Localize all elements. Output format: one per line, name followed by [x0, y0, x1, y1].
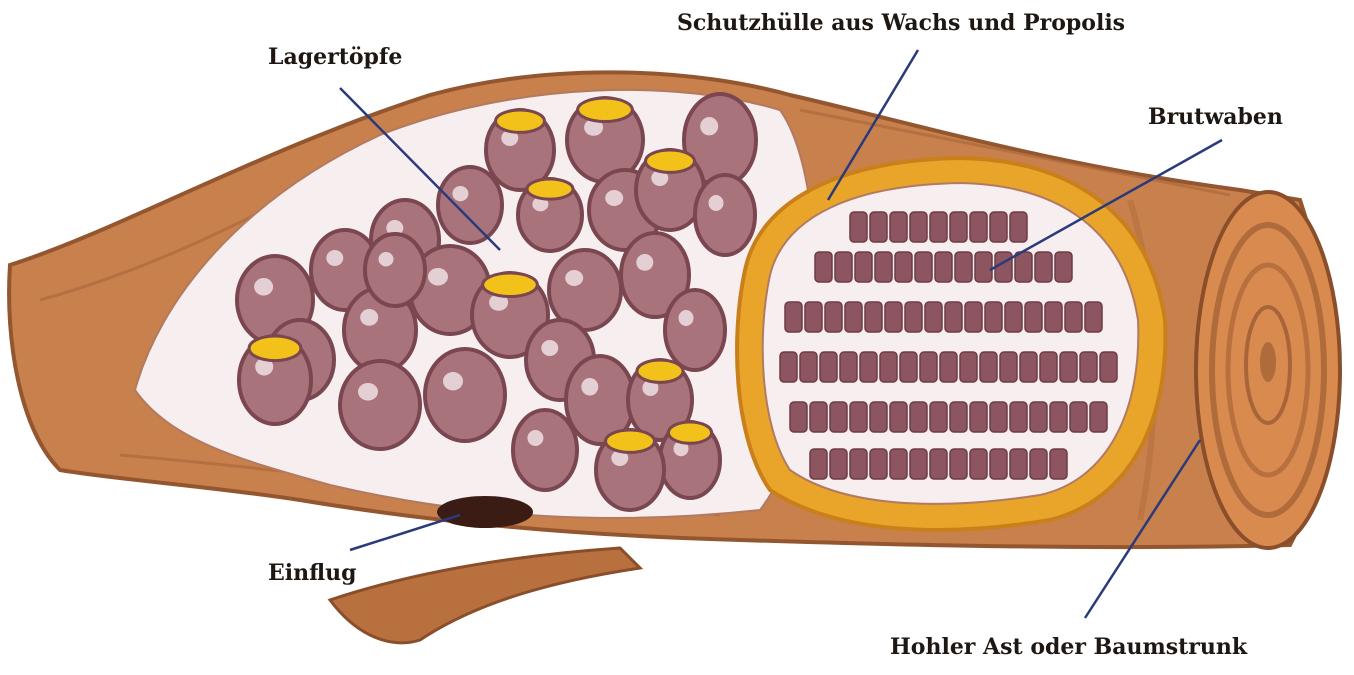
storage-pot	[425, 349, 505, 441]
label-hollow-branch: Hohler Ast oder Baumstrunk	[890, 634, 1247, 660]
label-storage-pots: Lagertöpfe	[268, 44, 402, 70]
storage-pot	[695, 175, 755, 255]
storage-pot	[340, 361, 420, 449]
storage-pot	[513, 410, 577, 490]
storage-pot	[665, 290, 725, 370]
entrance-hole	[437, 496, 533, 528]
storage-pot	[549, 250, 621, 330]
label-brood-combs: Brutwaben	[1148, 104, 1283, 130]
side-twig	[330, 548, 640, 643]
brood-comb-row	[850, 212, 1027, 242]
log-end-face	[1196, 192, 1340, 548]
label-protective-shell: Schutzhülle aus Wachs und Propolis	[677, 10, 1125, 36]
pointer-entrance	[350, 515, 460, 550]
storage-pot	[365, 234, 425, 306]
brood-comb-row	[780, 352, 1117, 382]
storage-pot	[438, 167, 502, 243]
storage-pot	[596, 430, 664, 510]
storage-pot	[239, 336, 311, 424]
label-entrance: Einflug	[268, 560, 357, 586]
storage-pot	[660, 422, 720, 498]
storage-pot	[518, 179, 582, 251]
